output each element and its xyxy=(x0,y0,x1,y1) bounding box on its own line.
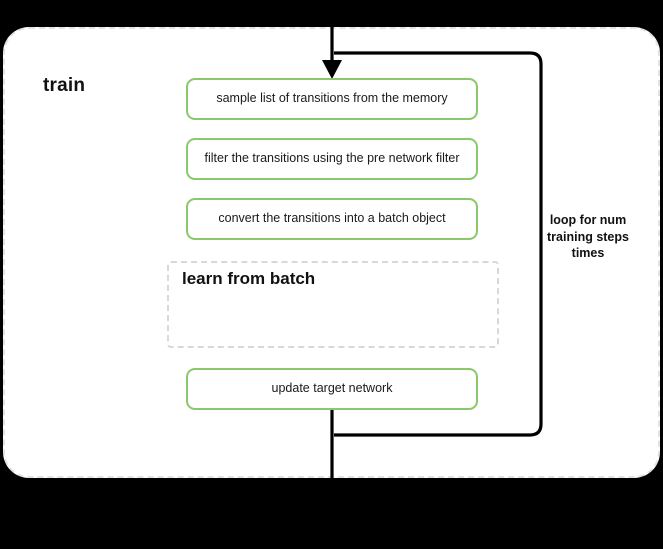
loop-caption-line-1: loop for num xyxy=(549,213,627,227)
learn-from-batch-label: learn from batch xyxy=(182,269,316,288)
step-learn-from-batch[interactable]: learn from batch xyxy=(167,261,499,348)
step-update-target-network[interactable]: update target network xyxy=(186,368,478,410)
page-title: train xyxy=(43,75,86,96)
loop-caption-line-3: times xyxy=(571,246,605,261)
step-convert-to-batch[interactable]: convert the transitions into a batch obj… xyxy=(186,198,478,240)
loop-caption: loop for num training steps times xyxy=(540,212,636,262)
loop-caption-line-2: training steps xyxy=(547,229,629,244)
step-label: filter the transitions using the pre net… xyxy=(204,151,460,166)
step-label: convert the transitions into a batch obj… xyxy=(218,211,446,226)
step-label: sample list of transitions from the memo… xyxy=(216,91,448,106)
step-filter-transitions[interactable]: filter the transitions using the pre net… xyxy=(186,138,478,180)
step-sample-transitions[interactable]: sample list of transitions from the memo… xyxy=(186,78,478,120)
step-label: update target network xyxy=(271,381,393,396)
